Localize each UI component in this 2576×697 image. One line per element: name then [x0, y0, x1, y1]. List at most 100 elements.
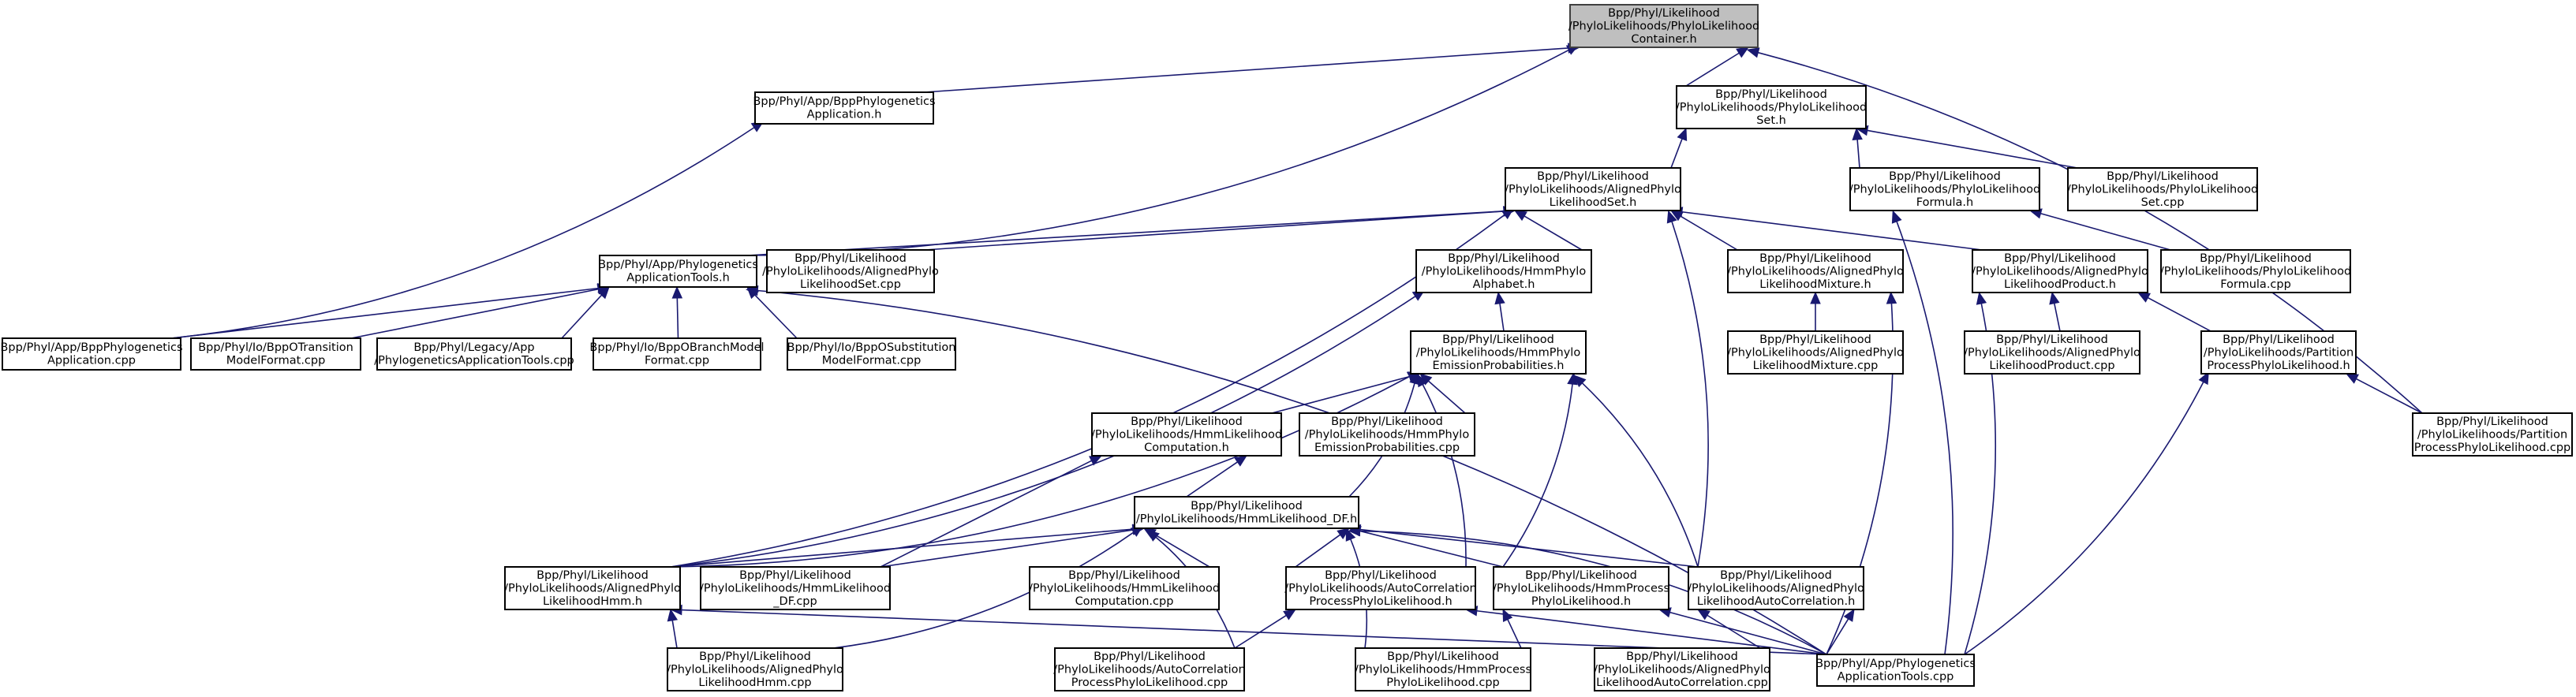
node-label-line: Bpp/Phyl/Io/BppOSubstitution [787, 341, 956, 354]
edge-line [2356, 378, 2423, 414]
edge-line [1422, 384, 1467, 568]
node-set-cpp[interactable]: Bpp/Phyl/Likelihood/PhyloLikelihoods/Phy… [2067, 167, 2258, 211]
edge-line [2147, 296, 2211, 332]
node-hmmdf-h[interactable]: Bpp/Phyl/Likelihood/PhyloLikelihoods/Hmm… [1134, 496, 1359, 529]
arrowhead-icon [1513, 210, 1527, 222]
node-label-line: LikelihoodHmm.h [543, 595, 642, 608]
arrowhead-icon [1886, 291, 1897, 304]
node-partition-h[interactable]: Bpp/Phyl/Likelihood/PhyloLikelihoods/Par… [2200, 330, 2357, 375]
node-box [1849, 167, 2040, 211]
node-label-line: /PhyloLikelihoods/HmmProcess [1493, 582, 1669, 594]
arrowhead-icon [1573, 375, 1587, 388]
node-formula-h[interactable]: Bpp/Phyl/Likelihood/PhyloLikelihoods/Phy… [1849, 167, 2040, 211]
node-alprod-cpp[interactable]: Bpp/Phyl/Likelihood/PhyloLikelihoods/Ali… [1964, 330, 2140, 375]
node-label-line: ProcessPhyloLikelihood.h [2207, 360, 2350, 372]
node-label-line: LikelihoodSet.h [1550, 196, 1637, 209]
edge-hmmdf-h-to-hmmcomp-h [1186, 455, 1248, 498]
edge-hmmproc-cpp-to-hmmproc-h [1502, 608, 1522, 649]
node-label-line: LikelihoodSet.cpp [800, 278, 901, 291]
node-subst-cpp[interactable]: Bpp/Phyl/Io/BppOSubstitutionModelFormat.… [787, 337, 956, 371]
edge-line [1499, 303, 1505, 332]
node-alprod-h[interactable]: Bpp/Phyl/Likelihood/PhyloLikelihoods/Ali… [1972, 249, 2148, 293]
node-hmmdf-cpp[interactable]: Bpp/Phyl/Likelihood/PhyloLikelihoods/Hmm… [700, 566, 891, 610]
node-label-line: /PhyloLikelihoods/AutoCorrelation [1053, 663, 1245, 676]
edge-line [880, 460, 1092, 568]
node-label-line: /PhyloLikelihoods/AlignedPhylo [1505, 183, 1681, 196]
node-apptools-cpp[interactable]: Bpp/Phyl/App/PhylogeneticsApplicationToo… [1815, 654, 1976, 687]
node-label-line: Bpp/Phyl/Likelihood [739, 569, 851, 582]
node-label-line: /PhyloLikelihoods/AlignedPhylo [1688, 582, 1864, 594]
edge-legacy-cpp-to-apptools-h [561, 286, 610, 339]
node-partition-cpp[interactable]: Bpp/Phyl/Likelihood/PhyloLikelihoods/Par… [2412, 412, 2573, 457]
node-almix-h[interactable]: Bpp/Phyl/Likelihood/PhyloLikelihoods/Ali… [1727, 249, 1904, 293]
edge-line [1856, 139, 1860, 169]
node-label-line: LikelihoodAutoCorrelation.cpp [1596, 676, 1768, 689]
edge-line [1896, 221, 1953, 655]
node-label-line: Set.cpp [2141, 196, 2185, 209]
node-formula-cpp[interactable]: Bpp/Phyl/Likelihood/PhyloLikelihoods/Phy… [2160, 249, 2351, 293]
node-alset-h[interactable]: Bpp/Phyl/Likelihood/PhyloLikelihoods/Ali… [1505, 167, 1681, 211]
edge-line [1707, 614, 1761, 649]
arrowhead-icon [1677, 127, 1688, 141]
edge-line [676, 297, 679, 339]
arrowhead-icon [2137, 292, 2151, 303]
node-label-line: Bpp/Phyl/Likelihood [1889, 170, 2001, 183]
node-alhmm-cpp[interactable]: Bpp/Phyl/Likelihood/PhyloLikelihoods/Ali… [667, 647, 843, 691]
node-legacy-cpp[interactable]: Bpp/Phyl/Legacy/App/PhylogeneticsApplica… [374, 337, 574, 371]
arrowhead-icon [2198, 371, 2209, 386]
node-label-line: /PhyloLikelihoods/AlignedPhylo [504, 582, 681, 594]
node-hmmalpha-h[interactable]: Bpp/Phyl/Likelihood/PhyloLikelihoods/Hmm… [1415, 249, 1592, 293]
node-hmmproc-h[interactable]: Bpp/Phyl/Likelihood/PhyloLikelihoods/Hmm… [1493, 566, 1669, 610]
node-bppapp-cpp[interactable]: Bpp/Phyl/App/BppPhylogeneticsApplication… [0, 337, 183, 371]
node-label-line: Bpp/Phyl/Likelihood [1996, 334, 2108, 346]
node-emis-h[interactable]: Bpp/Phyl/Likelihood/PhyloLikelihoods/Hmm… [1410, 330, 1587, 375]
edge-alhmm-cpp-to-alhmm-h [667, 608, 679, 649]
edge-line [1670, 138, 1683, 169]
node-hmmcomp-cpp[interactable]: Bpp/Phyl/Likelihood/PhyloLikelihoods/Hmm… [1029, 566, 1220, 610]
node-label-line: Bpp/Phyl/Legacy/App [413, 341, 534, 354]
edge-line [670, 375, 1410, 568]
node-box [2, 337, 181, 371]
node-apptools-h[interactable]: Bpp/Phyl/App/PhylogeneticsApplicationToo… [598, 255, 758, 288]
node-label-line: /PhyloLikelihoods/HmmProcess [1355, 663, 1531, 676]
edge-branch-cpp-to-apptools-h [671, 285, 683, 339]
node-autocorr-cpp[interactable]: Bpp/Phyl/Likelihood/PhyloLikelihoods/Aut… [1053, 647, 1246, 691]
node-bppapp-h[interactable]: Bpp/Phyl/App/BppPhylogeneticsApplication… [753, 91, 936, 125]
arrowhead-icon [2345, 373, 2359, 384]
node-label-line: Container.h [1631, 33, 1696, 46]
arrowhead-icon [1810, 291, 1821, 304]
edge-line [170, 287, 599, 339]
arrowhead-icon [1746, 47, 1760, 58]
node-label-line: Bpp/Phyl/Likelihood [1626, 650, 1738, 663]
edge-hmmproc-h-to-hmmdf-h [1348, 525, 1504, 568]
node-almix-cpp[interactable]: Bpp/Phyl/Likelihood/PhyloLikelihoods/Ali… [1727, 330, 1904, 375]
node-trans-cpp[interactable]: Bpp/Phyl/Io/BppOTransitionModelFormat.cp… [190, 337, 361, 371]
node-alauto-cpp[interactable]: Bpp/Phyl/Likelihood/PhyloLikelihoods/Ali… [1594, 647, 1770, 691]
node-box [667, 647, 843, 691]
node-label-line: /PhyloLikelihoods/AlignedPhylo [1972, 265, 2148, 278]
node-box [1505, 167, 1681, 211]
node-label-line: /PhyloLikelihoods/HmmPhylo [1305, 428, 1470, 441]
arrowhead-icon [597, 286, 610, 300]
node-hmmproc-cpp[interactable]: Bpp/Phyl/Likelihood/PhyloLikelihoods/Hmm… [1355, 647, 1531, 691]
node-box [1091, 412, 1282, 457]
node-label-line: /PhyloLikelihoods/AutoCorrelation [1284, 582, 1476, 594]
node-label-line: LikelihoodMixture.h [1759, 278, 1871, 291]
node-box [1355, 647, 1531, 691]
node-alhmm-h[interactable]: Bpp/Phyl/Likelihood/PhyloLikelihoods/Ali… [504, 566, 681, 610]
edge-alset-h-to-set-h [1670, 127, 1688, 169]
node-box [2200, 330, 2357, 375]
node-alset-cpp[interactable]: Bpp/Phyl/Likelihood/PhyloLikelihoods/Ali… [762, 249, 939, 293]
node-emis-cpp[interactable]: Bpp/Phyl/Likelihood/PhyloLikelihoods/Hmm… [1299, 412, 1475, 457]
nodes-layer: Bpp/Phyl/Likelihood/PhyloLikelihoods/Phy… [0, 4, 2573, 691]
node-alauto-h[interactable]: Bpp/Phyl/Likelihood/PhyloLikelihoods/Ali… [1688, 566, 1864, 610]
edge-alauto-h-to-hmmdf-h [1348, 524, 1699, 568]
node-autocorr-h[interactable]: Bpp/Phyl/Likelihood/PhyloLikelihoods/Aut… [1284, 566, 1477, 610]
arrowhead-icon [1502, 608, 1513, 622]
node-box [1493, 566, 1669, 610]
node-hmmcomp-h[interactable]: Bpp/Phyl/Likelihood/PhyloLikelihoods/Hmm… [1091, 412, 1282, 457]
node-label-line: /PhyloLikelihoods/HmmLikelihood_DF.h [1136, 513, 1357, 526]
node-label-line: EmissionProbabilities.cpp [1314, 442, 1460, 454]
node-set-h[interactable]: Bpp/Phyl/Likelihood/PhyloLikelihoods/Phy… [1676, 85, 1867, 129]
